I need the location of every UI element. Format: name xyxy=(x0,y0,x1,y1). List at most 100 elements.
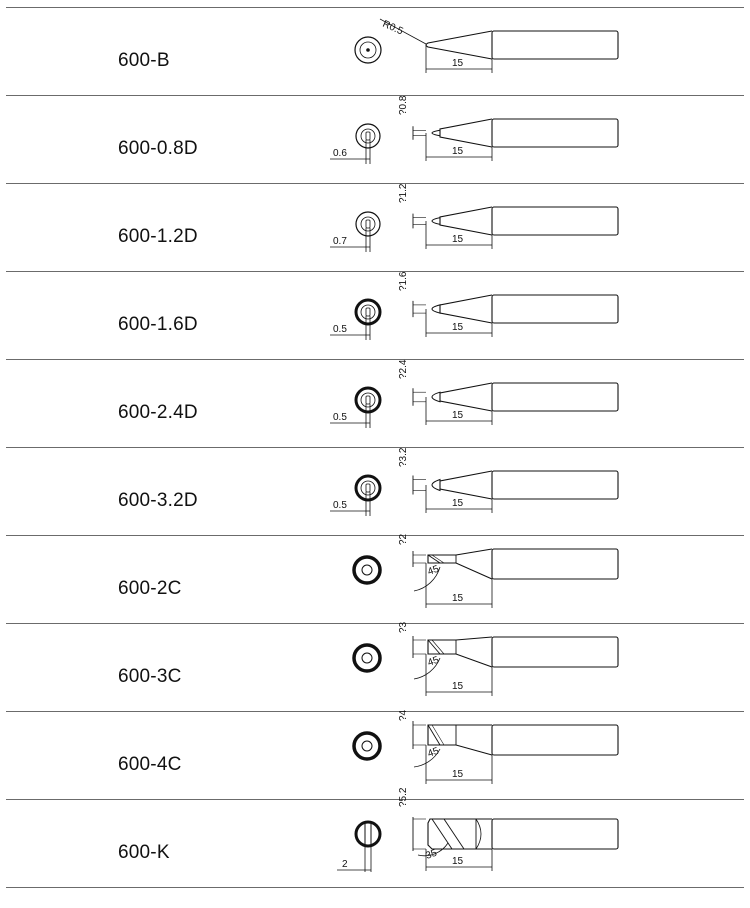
tip-drawing: 0.5?1.615 xyxy=(330,271,619,340)
tip-row: 600-B 15 R0.5 xyxy=(0,7,750,96)
length-dim-label: 15 xyxy=(452,769,464,780)
angle-label: 45 xyxy=(426,564,441,578)
tip-drawing: 45?415 xyxy=(352,709,619,784)
tip-shaft xyxy=(491,470,619,500)
tip-model-label: 600-B xyxy=(118,50,170,71)
angle-label: 45 xyxy=(426,746,441,760)
tip-knife-heel xyxy=(475,818,482,850)
tip-bevel-body xyxy=(427,548,493,580)
tip-taper xyxy=(439,294,493,324)
row-divider xyxy=(6,887,744,888)
tip-bevel-hatch xyxy=(431,554,445,564)
end-view xyxy=(352,731,382,761)
side-view: 45?415 xyxy=(398,709,619,784)
tip-taper xyxy=(439,382,493,412)
angle-arc xyxy=(417,842,449,857)
row-divider xyxy=(6,799,744,800)
side-view: ?1.215 xyxy=(398,183,619,249)
tip-knife-bevel-1 xyxy=(431,818,453,850)
side-view: ?3.215 xyxy=(398,447,619,513)
side-view: 45?215 xyxy=(398,533,619,608)
tip-drawing: 0.5 ?2.415 xyxy=(330,359,619,428)
tip-model-label: 600-1.6D xyxy=(118,314,198,335)
side-view: ?1.615 xyxy=(398,271,619,337)
end-view: 0.7 xyxy=(330,211,381,252)
radius-label: R0.5 xyxy=(381,19,405,38)
end-view-outer-circle xyxy=(354,474,382,502)
end-dim-label: 0.5 xyxy=(333,500,347,511)
tip-taper xyxy=(439,118,493,148)
end-view-inner-circle xyxy=(360,304,376,320)
end-view-slot xyxy=(365,395,371,405)
tip-model-label: 600-K xyxy=(118,842,170,863)
end-view-outer-ring xyxy=(352,731,382,761)
row-divider xyxy=(6,623,744,624)
end-dim-label: 0.5 xyxy=(333,412,347,423)
end-view-outer-circle xyxy=(355,123,381,149)
length-dim-label: 15 xyxy=(452,856,464,867)
angle-arc xyxy=(413,566,441,592)
tip-bevel-body xyxy=(427,636,493,668)
angle-arc xyxy=(413,748,441,768)
tip-bevel-face xyxy=(427,639,441,655)
tip-drawing: 15 R0.5 xyxy=(354,18,619,73)
tip-shaft xyxy=(491,30,619,60)
end-dim-label: 0.7 xyxy=(333,236,347,247)
side-view: 15 R0.5 xyxy=(379,18,619,73)
tip-knife-body xyxy=(427,818,492,850)
tip-drawing: 0.6?0.815 xyxy=(330,95,619,164)
end-view-inner-circle xyxy=(361,652,373,664)
row-divider xyxy=(6,183,744,184)
side-view: ?2.415 xyxy=(398,359,619,425)
tip-shaft xyxy=(491,724,619,756)
side-view: ?0.815 xyxy=(398,95,619,161)
tip-drawing: 45?215 xyxy=(352,533,619,608)
end-view-outer-circle xyxy=(354,386,382,414)
tip-shaft xyxy=(491,382,619,412)
tip-chisel-face xyxy=(431,304,441,314)
tip-chisel-face xyxy=(431,391,441,403)
end-view-inner-circle xyxy=(361,564,373,576)
end-view-outer-circle xyxy=(354,820,382,848)
end-view-inner-circle xyxy=(360,216,376,232)
end-view xyxy=(354,36,382,64)
tip-bevel-face xyxy=(427,554,441,564)
tip-taper xyxy=(439,470,493,500)
length-dim-label: 15 xyxy=(452,58,464,69)
angle-label: 45 xyxy=(426,655,441,669)
tip-shaft xyxy=(491,818,619,850)
end-view-outer-circle xyxy=(354,36,382,64)
tip-chisel-face xyxy=(431,129,441,137)
row-divider xyxy=(6,95,744,96)
end-view-inner-circle xyxy=(359,41,377,59)
length-dim-label: 15 xyxy=(452,146,464,157)
tip-taper xyxy=(439,206,493,236)
diameter-label: ?5.2 xyxy=(398,787,409,807)
radius-leader xyxy=(379,18,427,45)
end-view xyxy=(352,643,382,673)
tip-bevel-hatch xyxy=(431,724,445,746)
end-view-slot xyxy=(365,219,371,229)
angle-arc xyxy=(413,657,441,680)
end-view-outer-ring xyxy=(352,555,382,585)
side-view: 35?5.215 xyxy=(398,787,619,871)
diameter-label: ?2.4 xyxy=(398,359,409,379)
row-divider xyxy=(6,447,744,448)
end-view-inner-circle xyxy=(361,740,373,752)
tip-chisel-face xyxy=(431,478,441,492)
row-divider xyxy=(6,711,744,712)
tip-chisel-face xyxy=(431,216,441,226)
tip-model-label: 600-4C xyxy=(118,754,182,775)
tip-drawing: 0.5 ?3.215 xyxy=(330,447,619,516)
tip-bevel-hatch xyxy=(431,639,445,655)
end-view-slot xyxy=(365,131,371,141)
tip-shaft xyxy=(491,118,619,148)
